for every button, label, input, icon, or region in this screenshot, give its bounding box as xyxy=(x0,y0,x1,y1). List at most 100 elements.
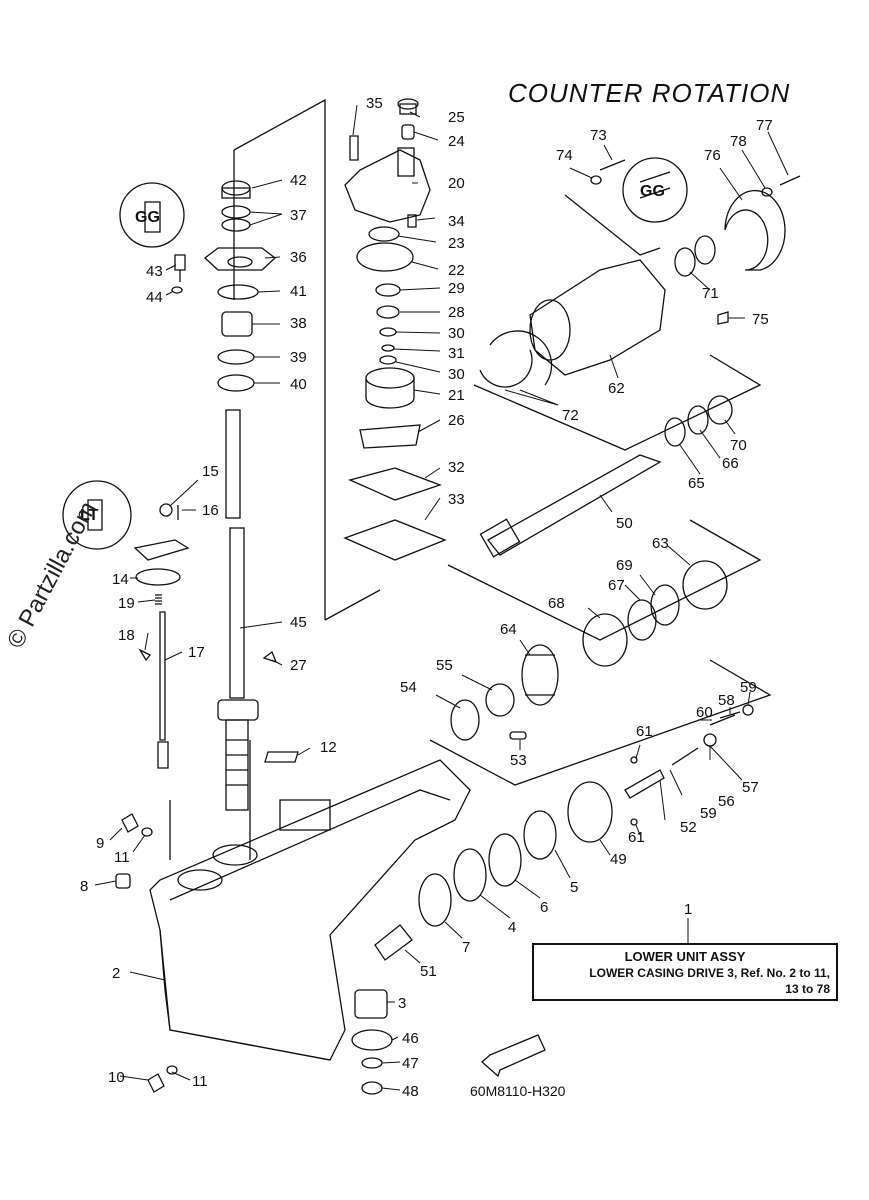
callout: 10 xyxy=(108,1069,125,1086)
part-25 xyxy=(397,98,419,110)
callout: 70 xyxy=(730,437,747,454)
part-35 xyxy=(349,135,359,161)
callout: 71 xyxy=(702,285,719,302)
callout: 60 xyxy=(696,704,713,721)
callout: 49 xyxy=(610,851,627,868)
callout: 46 xyxy=(402,1030,419,1047)
part-73 xyxy=(599,159,626,171)
callout: 8 xyxy=(80,878,88,895)
part-41 xyxy=(217,284,259,300)
part-34 xyxy=(407,214,417,228)
callout: 53 xyxy=(510,752,527,769)
part-19 xyxy=(155,594,162,605)
part-9 xyxy=(121,813,139,833)
part-47 xyxy=(361,1057,383,1069)
callout: 27 xyxy=(290,657,307,674)
callout: 4 xyxy=(508,919,516,936)
part-74 xyxy=(590,175,602,185)
part-38 xyxy=(221,311,253,337)
callout: 23 xyxy=(448,235,465,252)
callout: 45 xyxy=(290,614,307,631)
diagram-title: COUNTER ROTATION xyxy=(508,78,791,108)
part-26 xyxy=(359,424,421,449)
callout: 21 xyxy=(448,387,465,404)
callout: 6 xyxy=(540,899,548,916)
callout: 36 xyxy=(290,249,307,266)
part-4 xyxy=(453,848,487,902)
callout: 51 xyxy=(420,963,437,980)
part-2 xyxy=(149,759,471,1061)
callout: 50 xyxy=(616,515,633,532)
callout: 9 xyxy=(96,835,104,852)
part-46 xyxy=(351,1029,393,1051)
part-52 xyxy=(624,769,665,799)
callout: 17 xyxy=(188,644,205,661)
callout: 37 xyxy=(290,207,307,224)
part-24 xyxy=(401,124,415,140)
part-51 xyxy=(374,924,413,961)
callout: 58 xyxy=(718,692,735,709)
callout: 14 xyxy=(112,571,129,588)
callout: 68 xyxy=(548,595,565,612)
part-61 xyxy=(630,756,638,764)
callout: 33 xyxy=(448,491,465,508)
callout: 25 xyxy=(448,109,465,126)
part-48 xyxy=(361,1081,383,1095)
callout: 67 xyxy=(608,577,625,594)
callout: 30 xyxy=(448,366,465,383)
callout: 40 xyxy=(290,376,307,393)
detail-inset-sealant xyxy=(622,157,688,223)
part-28 xyxy=(376,305,400,319)
part-68 xyxy=(582,613,628,667)
callout: 56 xyxy=(718,793,735,810)
part-11 xyxy=(141,827,153,837)
propeller-shaft-group xyxy=(479,395,733,706)
callout: 77 xyxy=(756,117,773,134)
sealant-mark-icon: GG xyxy=(640,183,665,200)
callout: 32 xyxy=(448,459,465,476)
callout: 30 xyxy=(448,325,465,342)
callout: 35 xyxy=(366,95,383,112)
callout: 15 xyxy=(202,463,219,480)
assembly-ref-line: LOWER CASING DRIVE 3, Ref. No. 2 to 11, xyxy=(589,966,830,980)
callout: 11 xyxy=(192,1073,208,1090)
callout: 39 xyxy=(290,349,307,366)
part-55 xyxy=(485,683,515,717)
part-63 xyxy=(682,560,728,610)
part-56 xyxy=(671,747,699,766)
callout: 43 xyxy=(146,263,163,280)
part-37 xyxy=(221,205,251,219)
part-69 xyxy=(650,584,680,626)
part-50 xyxy=(487,454,662,556)
prop-shaft-housing-group xyxy=(479,159,801,388)
callout: 24 xyxy=(448,133,465,150)
callout: 20 xyxy=(448,175,465,192)
callout: 5 xyxy=(570,879,578,896)
callout: 57 xyxy=(742,779,759,796)
callout: 19 xyxy=(118,595,135,612)
detail-inset-left-mid xyxy=(62,480,132,550)
callout: 48 xyxy=(402,1083,419,1100)
callout: 42 xyxy=(290,172,307,189)
part-36 xyxy=(203,247,277,271)
part-17 xyxy=(157,611,169,769)
part-32 xyxy=(348,467,442,501)
part-72 xyxy=(479,349,533,388)
water-pump-group xyxy=(343,98,447,561)
callout: 62 xyxy=(608,380,625,397)
callout-labels: 35 25 24 20 34 23 22 29 28 30 31 30 21 2… xyxy=(80,95,773,1100)
part-31 xyxy=(381,344,395,352)
callout: 59 xyxy=(740,679,757,696)
guide-lines xyxy=(169,98,381,860)
callout: 28 xyxy=(448,304,465,321)
callout: 47 xyxy=(402,1055,419,1072)
shift-rod-group xyxy=(133,503,190,769)
callout: 38 xyxy=(290,315,307,332)
part-77 xyxy=(779,175,801,186)
part-76 xyxy=(724,189,786,271)
callout: 61 xyxy=(636,723,653,740)
part-40 xyxy=(217,374,255,392)
part-14 xyxy=(133,539,190,561)
callout: 2 xyxy=(112,965,120,982)
part-64 xyxy=(521,644,559,706)
